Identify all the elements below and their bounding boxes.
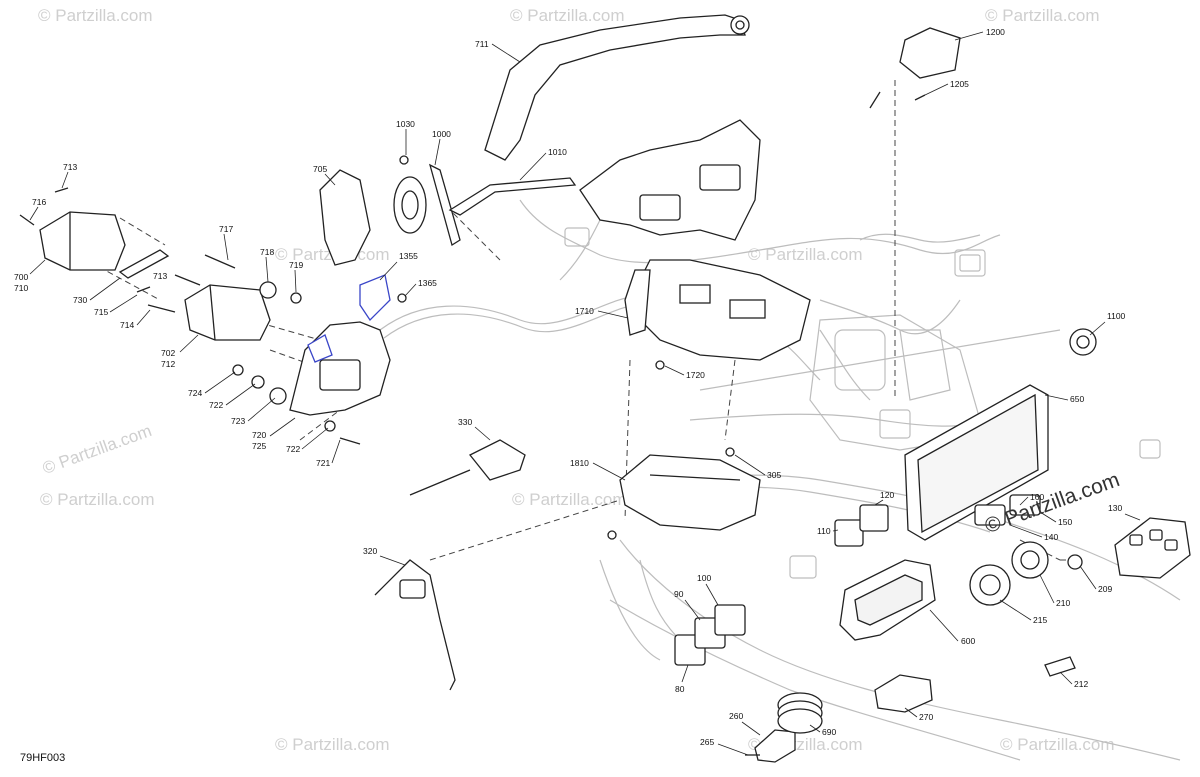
callout-714[interactable]: 714 bbox=[120, 320, 134, 330]
callout-305[interactable]: 305 bbox=[767, 470, 781, 480]
callout-712[interactable]: 712 bbox=[161, 359, 175, 369]
callout-730[interactable]: 730 bbox=[73, 295, 87, 305]
callout-330[interactable]: 330 bbox=[458, 417, 472, 427]
callout-270[interactable]: 270 bbox=[919, 712, 933, 722]
callout-713b[interactable]: 713 bbox=[153, 271, 167, 281]
callout-715[interactable]: 715 bbox=[94, 307, 108, 317]
callout-150[interactable]: 150 bbox=[1058, 517, 1072, 527]
callout-1000[interactable]: 1000 bbox=[432, 129, 451, 139]
diagram-code: 79HF003 bbox=[20, 752, 66, 764]
callout-711[interactable]: 711 bbox=[475, 39, 489, 49]
callout-320[interactable]: 320 bbox=[363, 546, 377, 556]
watermark: © Partzilla.com bbox=[38, 6, 153, 25]
callout-722[interactable]: 722 bbox=[209, 400, 223, 410]
callout-labels: 711 1200 1205 1030 1000 1010 705 713 716… bbox=[14, 27, 1126, 747]
callout-160[interactable]: 160 bbox=[1030, 492, 1044, 502]
callout-722b[interactable]: 722 bbox=[286, 444, 300, 454]
callout-716[interactable]: 716 bbox=[32, 197, 46, 207]
watermark: © Partzilla.com bbox=[1000, 735, 1115, 754]
callout-260[interactable]: 260 bbox=[729, 711, 743, 721]
callout-721[interactable]: 721 bbox=[316, 458, 330, 468]
callout-110[interactable]: 110 bbox=[817, 526, 831, 536]
callout-713[interactable]: 713 bbox=[63, 162, 77, 172]
watermark: © Partzilla.com bbox=[748, 245, 863, 264]
callout-650[interactable]: 650 bbox=[1070, 394, 1084, 404]
callout-leaders bbox=[29, 31, 1141, 756]
callout-1720[interactable]: 1720 bbox=[686, 370, 705, 380]
callout-717[interactable]: 717 bbox=[219, 224, 233, 234]
callout-215[interactable]: 215 bbox=[1033, 615, 1047, 625]
callout-1205[interactable]: 1205 bbox=[950, 79, 969, 89]
callout-600[interactable]: 600 bbox=[961, 636, 975, 646]
watermark: © Partzilla.com bbox=[275, 735, 390, 754]
callout-1365[interactable]: 1365 bbox=[418, 278, 437, 288]
callout-1100[interactable]: 1100 bbox=[1107, 311, 1126, 321]
watermark: © Partzilla.com bbox=[510, 6, 625, 25]
watermark: © Partzilla.com bbox=[512, 490, 627, 509]
callout-1710[interactable]: 1710 bbox=[575, 306, 594, 316]
callout-1355[interactable]: 1355 bbox=[399, 251, 418, 261]
callout-130[interactable]: 130 bbox=[1108, 503, 1122, 513]
harness-background bbox=[379, 199, 1181, 761]
callout-1810[interactable]: 1810 bbox=[570, 458, 589, 468]
callout-719[interactable]: 719 bbox=[289, 260, 303, 270]
callout-140[interactable]: 140 bbox=[1044, 532, 1058, 542]
callout-700[interactable]: 700 bbox=[14, 272, 28, 282]
callout-1010[interactable]: 1010 bbox=[548, 147, 567, 157]
callout-723[interactable]: 723 bbox=[231, 416, 245, 426]
callout-209[interactable]: 209 bbox=[1098, 584, 1112, 594]
callout-718[interactable]: 718 bbox=[260, 247, 274, 257]
callout-265[interactable]: 265 bbox=[700, 737, 714, 747]
callout-120[interactable]: 120 bbox=[880, 490, 894, 500]
callout-90[interactable]: 90 bbox=[674, 589, 684, 599]
callout-210[interactable]: 210 bbox=[1056, 598, 1070, 608]
callout-724[interactable]: 724 bbox=[188, 388, 202, 398]
callout-212[interactable]: 212 bbox=[1074, 679, 1088, 689]
callout-100[interactable]: 100 bbox=[697, 573, 711, 583]
callout-690[interactable]: 690 bbox=[822, 727, 836, 737]
watermark: © Partzilla.com bbox=[40, 490, 155, 509]
parts bbox=[19, 14, 1191, 763]
callout-710[interactable]: 710 bbox=[14, 283, 28, 293]
callout-725[interactable]: 725 bbox=[252, 441, 266, 451]
callout-702[interactable]: 702 bbox=[161, 348, 175, 358]
callout-1030[interactable]: 1030 bbox=[396, 119, 415, 129]
callout-80[interactable]: 80 bbox=[675, 684, 685, 694]
callout-720[interactable]: 720 bbox=[252, 430, 266, 440]
callout-1200[interactable]: 1200 bbox=[986, 27, 1005, 37]
callout-705[interactable]: 705 bbox=[313, 164, 327, 174]
watermark: © Partzilla.com bbox=[985, 6, 1100, 25]
